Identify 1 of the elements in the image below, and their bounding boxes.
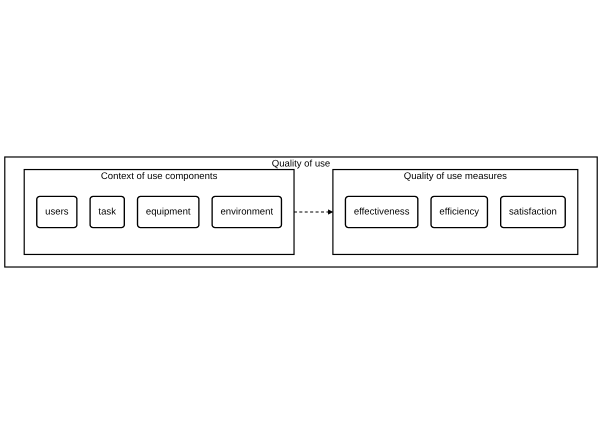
arrow xyxy=(294,209,334,215)
